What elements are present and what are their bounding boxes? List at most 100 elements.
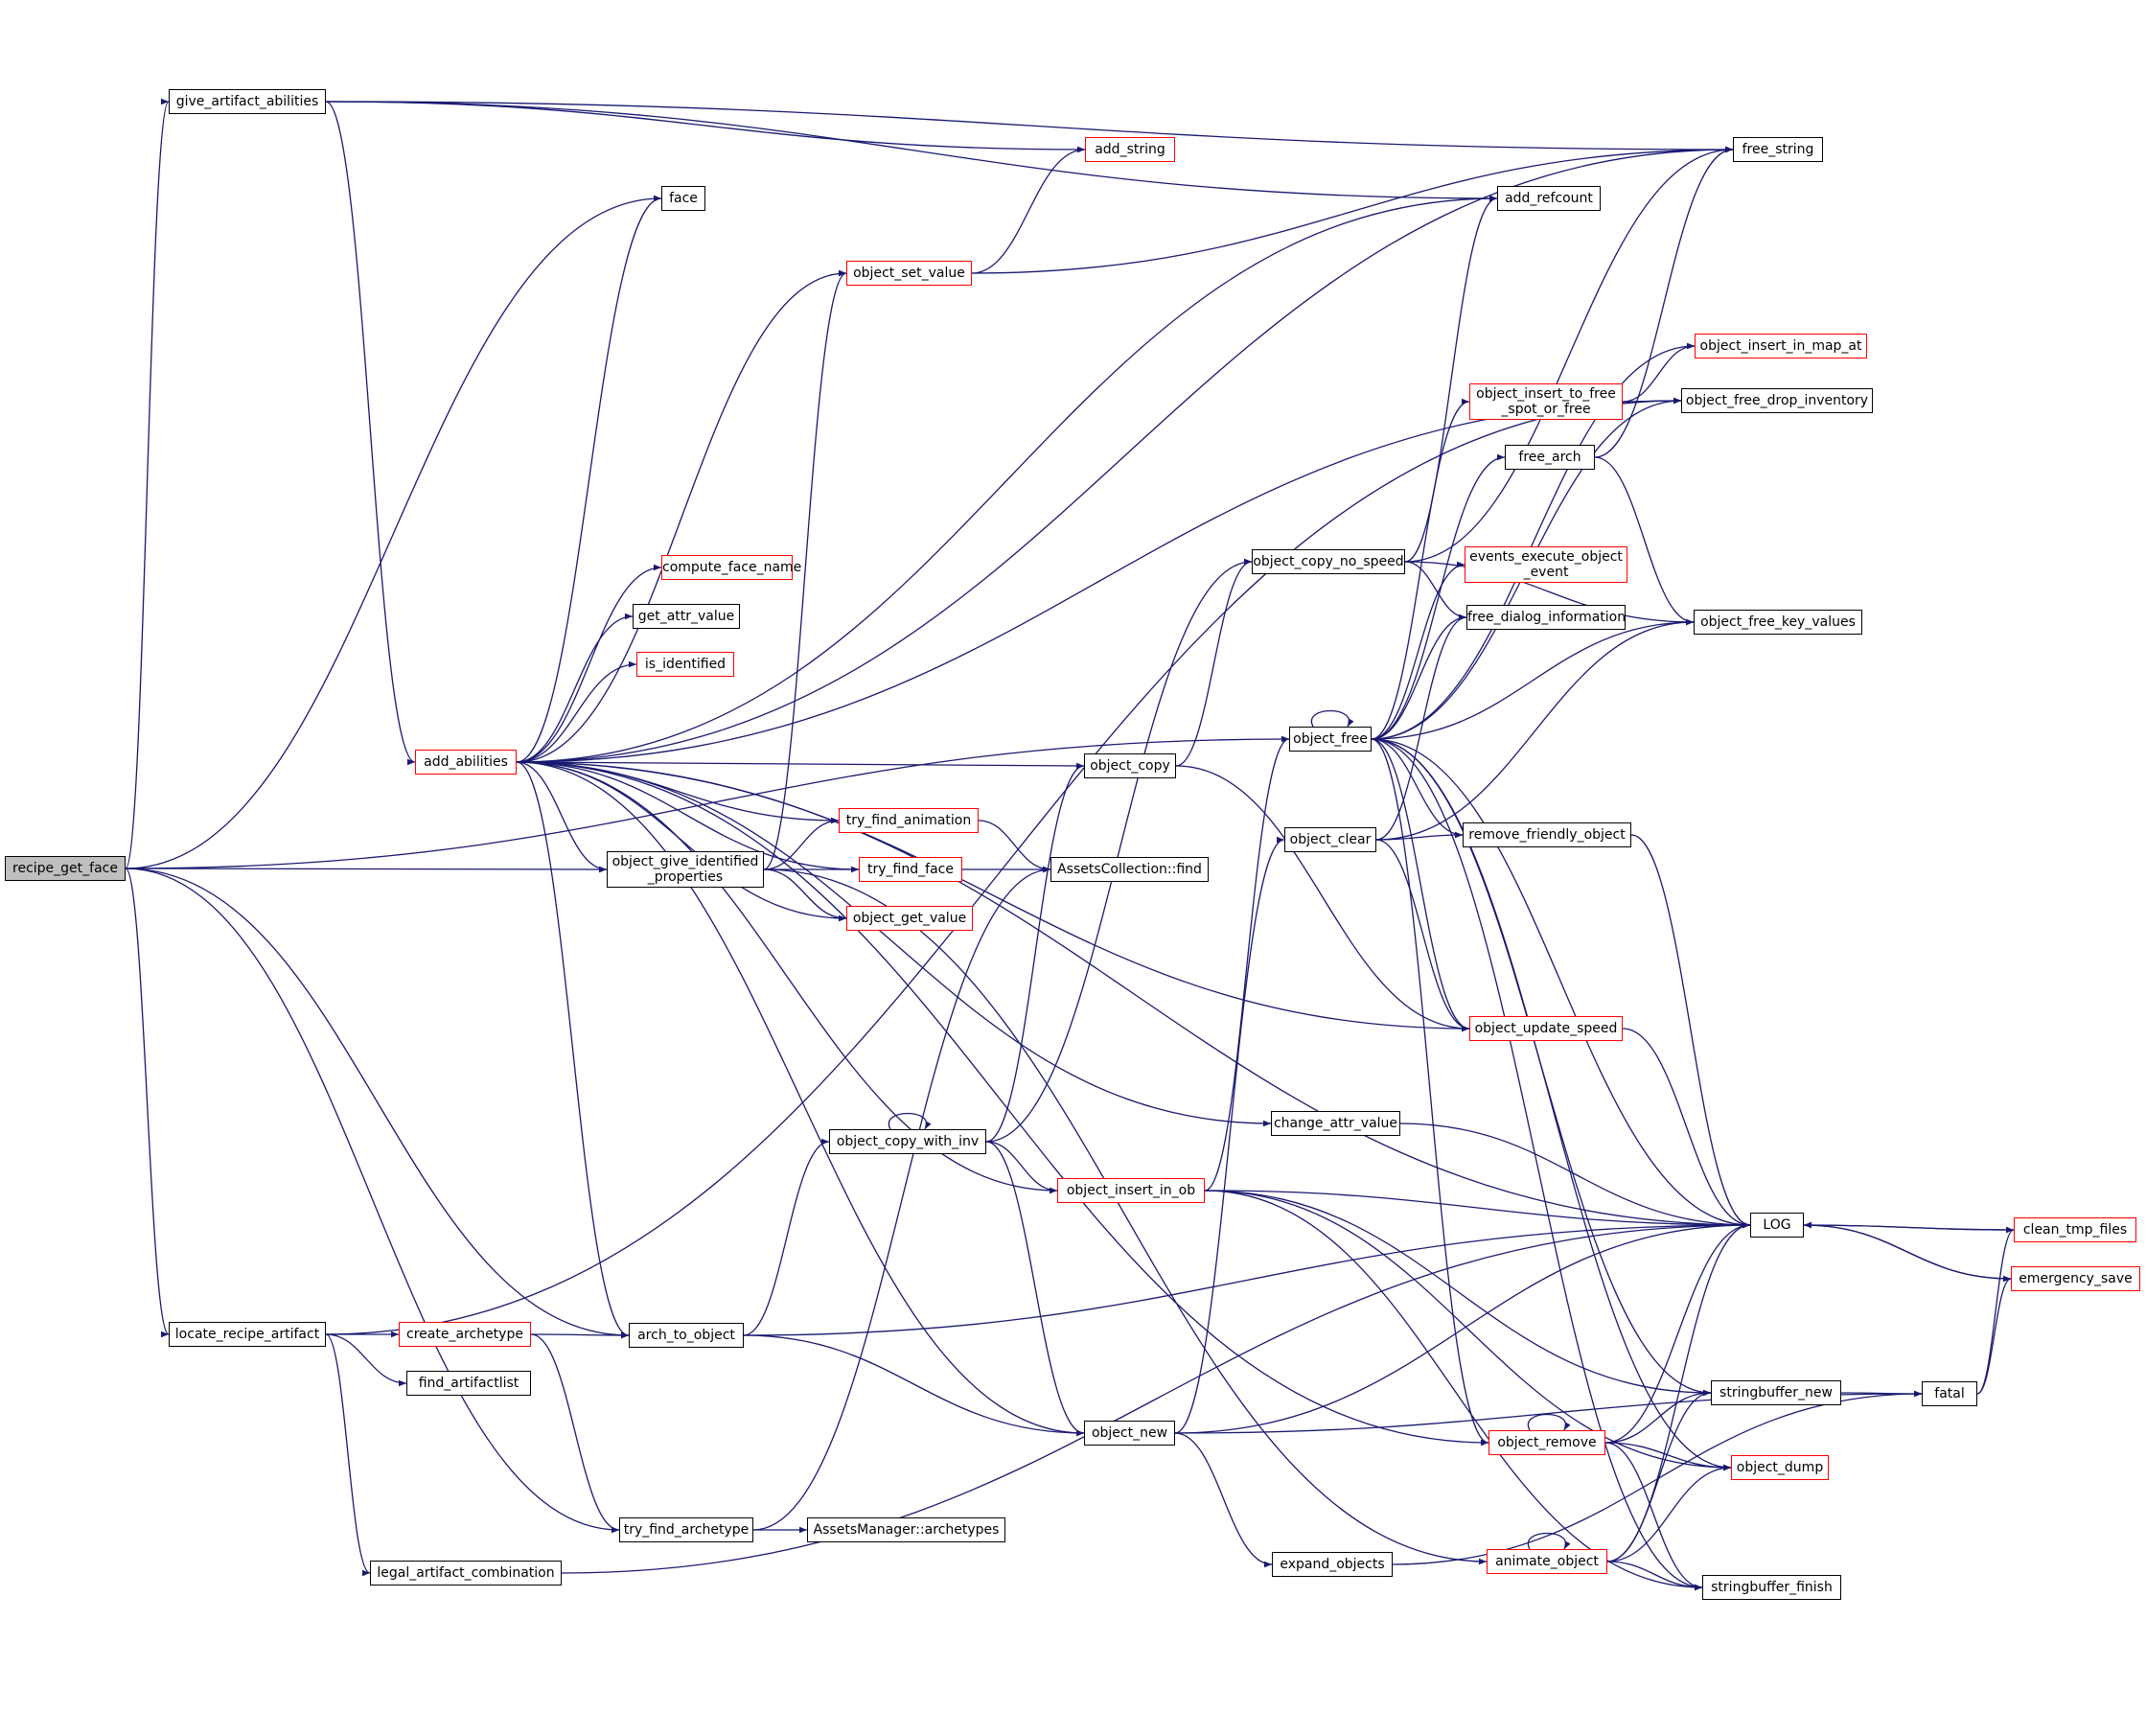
edge-object-free-to-object-insert-to-free-spot-or-free (1371, 398, 1470, 740)
edge-arch-to-object-to-log (743, 1221, 1751, 1336)
node-object-dump[interactable]: object_dump (1731, 1455, 1829, 1480)
node-add-string[interactable]: add_string (1085, 137, 1175, 162)
node-try-find-face[interactable]: try_find_face (859, 857, 962, 882)
node-legal-artifact-combination[interactable]: legal_artifact_combination (370, 1561, 562, 1586)
edge-object-copy-no-speed-to-add-refcount (1404, 195, 1498, 563)
node-stringbuffer-new[interactable]: stringbuffer_new (1711, 1380, 1841, 1405)
node-object-insert-to-free-spot-or-free[interactable]: object_insert_to_free _spot_or_free (1469, 383, 1623, 420)
edge-object-update-speed-to-log (1622, 1028, 1751, 1229)
edge-object-free-to-object-free (1310, 709, 1354, 728)
edge-object-insert-to-free-spot-or-free-to-object-insert-in-map-at (1622, 342, 1696, 403)
edge-try-find-archetype-to-assetscollection-find (752, 866, 1051, 1531)
node-label: object_insert_in_ob (1066, 1183, 1196, 1198)
node-label: free_string (1742, 142, 1814, 157)
node-remove-friendly-object[interactable]: remove_friendly_object (1463, 822, 1631, 847)
node-clean-tmp-files[interactable]: clean_tmp_files (2014, 1217, 2136, 1242)
node-label: remove_friendly_object (1468, 827, 1626, 843)
node-label: object_set_value (853, 266, 965, 281)
edge-object-copy-with-inv-to-object-new (985, 1141, 1085, 1437)
node-animate-object[interactable]: animate_object (1487, 1549, 1607, 1574)
edge-object-free-to-object-remove (1371, 738, 1489, 1447)
edge-object-free-to-object-free-key-values (1371, 618, 1695, 740)
node-log[interactable]: LOG (1750, 1213, 1804, 1238)
edge-object-copy-to-object-update-speed (1175, 765, 1470, 1032)
node-object-insert-in-map-at[interactable]: object_insert_in_map_at (1695, 334, 1867, 359)
node-locate-recipe-artifact[interactable]: locate_recipe_artifact (169, 1322, 326, 1347)
node-label: fatal (1934, 1386, 1965, 1401)
edge-animate-object-to-stringbuffer-finish (1606, 1561, 1703, 1591)
node-fatal[interactable]: fatal (1922, 1381, 1977, 1406)
node-add-abilities[interactable]: add_abilities (415, 750, 517, 775)
node-label: recipe_get_face (12, 861, 118, 876)
edge-object-clear-to-object-update-speed (1375, 839, 1470, 1032)
node-label: object_free_drop_inventory (1685, 393, 1869, 408)
node-expand-objects[interactable]: expand_objects (1272, 1552, 1393, 1577)
edge-clean-tmp-files-to-log (1803, 1221, 2015, 1231)
node-label: try_find_face (867, 862, 954, 877)
node-free-arch[interactable]: free_arch (1505, 445, 1595, 470)
node-face[interactable]: face (661, 186, 705, 211)
node-assetscollection-find[interactable]: AssetsCollection::find (1050, 857, 1209, 882)
node-free-dialog-information[interactable]: free_dialog_information (1466, 605, 1626, 630)
node-assetsmanager-archetypes[interactable]: AssetsManager::archetypes (807, 1517, 1005, 1542)
node-object-new[interactable]: object_new (1084, 1421, 1175, 1446)
edge-object-copy-no-speed-to-free-dialog-information (1404, 561, 1467, 621)
edge-add-abilities-to-object-give-identified-properties (516, 761, 608, 873)
node-give-artifact-abilities[interactable]: give_artifact_abilities (169, 89, 326, 114)
edge-locate-recipe-artifact-to-object-free-drop-inventory (325, 397, 1682, 1335)
edge-object-copy-no-speed-to-free-string (1404, 146, 1734, 563)
edge-free-arch-to-free-string (1594, 146, 1734, 458)
edge-object-free-to-object-dump (1371, 738, 1732, 1471)
node-get-attr-value[interactable]: get_attr_value (633, 604, 740, 629)
edge-object-new-to-object-clear (1174, 836, 1285, 1434)
node-arch-to-object[interactable]: arch_to_object (629, 1323, 744, 1348)
node-object-free-drop-inventory[interactable]: object_free_drop_inventory (1681, 388, 1873, 413)
edge-object-insert-in-ob-to-object-dump (1204, 1190, 1732, 1471)
edge-object-remove-to-object-dump (1604, 1442, 1732, 1471)
edge-object-free-to-object-update-speed (1371, 738, 1470, 1032)
node-label: add_abilities (424, 754, 508, 770)
node-label: object_give_identified _properties (611, 854, 759, 885)
node-object-clear[interactable]: object_clear (1284, 827, 1376, 852)
edge-emergency-save-to-log (1803, 1221, 2012, 1280)
node-compute-face-name[interactable]: compute_face_name (661, 555, 801, 580)
edge-add-abilities-to-get-attr-value (516, 613, 634, 763)
node-object-update-speed[interactable]: object_update_speed (1469, 1016, 1623, 1041)
node-object-free[interactable]: object_free (1289, 727, 1372, 752)
node-add-refcount[interactable]: add_refcount (1497, 186, 1601, 211)
node-object-free-key-values[interactable]: object_free_key_values (1694, 610, 1862, 635)
edge-object-free-to-remove-friendly-object (1371, 738, 1464, 839)
node-find-artifactlist[interactable]: find_artifactlist (406, 1371, 531, 1396)
edge-create-archetype-to-arch-to-object (530, 1331, 630, 1339)
node-object-get-value[interactable]: object_get_value (846, 906, 973, 931)
node-is-identified[interactable]: is_identified (636, 652, 734, 677)
edge-add-abilities-to-object-new (516, 761, 1085, 1437)
node-object-remove[interactable]: object_remove (1488, 1430, 1605, 1455)
edge-object-insert-in-ob-to-stringbuffer-finish (1204, 1190, 1703, 1591)
node-object-copy[interactable]: object_copy (1084, 753, 1176, 778)
edge-locate-recipe-artifact-to-legal-artifact-combination (325, 1333, 371, 1577)
edge-object-insert-in-ob-to-log (1204, 1190, 1751, 1229)
edge-add-abilities-to-is-identified (516, 660, 637, 763)
node-label: animate_object (1495, 1554, 1599, 1569)
node-object-copy-no-speed[interactable]: object_copy_no_speed (1252, 549, 1405, 574)
node-object-set-value[interactable]: object_set_value (846, 261, 972, 286)
node-change-attr-value[interactable]: change_attr_value (1271, 1111, 1400, 1136)
edge-locate-recipe-artifact-to-find-artifactlist (325, 1333, 407, 1387)
node-emergency-save[interactable]: emergency_save (2011, 1266, 2140, 1291)
node-create-archetype[interactable]: create_archetype (399, 1322, 531, 1347)
node-object-insert-in-ob[interactable]: object_insert_in_ob (1057, 1178, 1205, 1203)
node-label: stringbuffer_finish (1711, 1580, 1833, 1595)
edge-object-remove-to-stringbuffer-finish (1604, 1442, 1703, 1591)
node-object-give-identified-properties[interactable]: object_give_identified _properties (607, 851, 764, 888)
node-label: object_new (1091, 1425, 1168, 1441)
edge-add-abilities-to-object-update-speed (516, 761, 1470, 1032)
node-try-find-animation[interactable]: try_find_animation (839, 808, 979, 833)
edge-give-artifact-abilities-to-add-refcount (325, 101, 1498, 202)
node-try-find-archetype[interactable]: try_find_archetype (619, 1517, 753, 1542)
node-stringbuffer-finish[interactable]: stringbuffer_finish (1702, 1575, 1841, 1600)
node-object-copy-with-inv[interactable]: object_copy_with_inv (829, 1129, 986, 1154)
edge-object-insert-in-ob-to-object-free (1204, 735, 1290, 1192)
node-free-string[interactable]: free_string (1733, 137, 1823, 162)
node-events-execute-object-event[interactable]: events_execute_object _event (1465, 546, 1627, 583)
